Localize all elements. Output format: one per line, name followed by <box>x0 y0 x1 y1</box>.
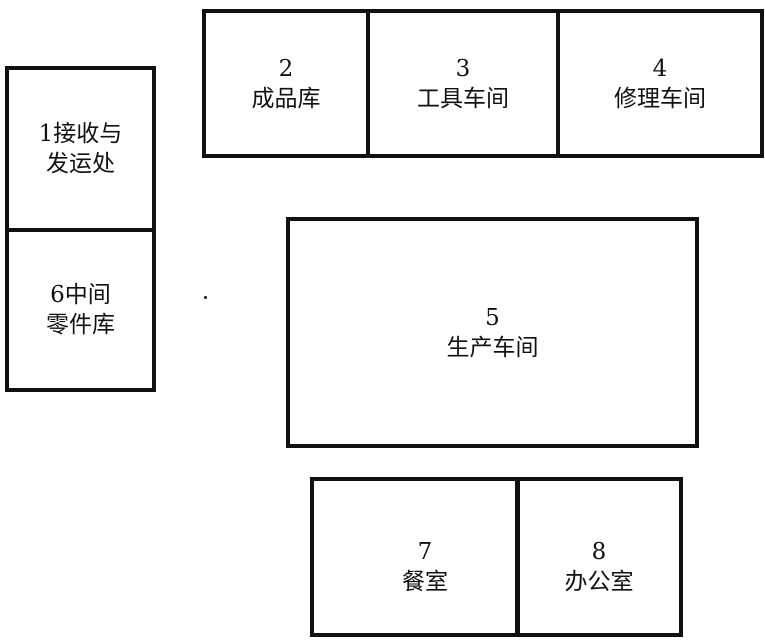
room-label: 3 工具车间 <box>417 55 509 112</box>
room-tool-workshop: 3 工具车间 <box>366 9 560 158</box>
room-label: 2 成品库 <box>251 55 321 112</box>
scan-dot <box>204 296 207 299</box>
room-office: 8 办公室 <box>515 477 683 637</box>
room-label: 8 办公室 <box>564 539 634 595</box>
room-receiving-shipping: 1接收与 发运处 <box>5 66 156 232</box>
room-label: 1接收与 发运处 <box>38 121 123 177</box>
room-label: 6中间 零件库 <box>46 282 115 338</box>
room-intermediate-parts-store: 6中间 零件库 <box>5 228 156 392</box>
room-label: 7 餐室 <box>402 539 448 595</box>
room-label: 5 生产车间 <box>446 304 539 361</box>
room-repair-workshop: 4 修理车间 <box>556 9 764 158</box>
room-dining: 7 餐室 <box>310 477 520 637</box>
room-finished-goods-store: 2 成品库 <box>202 9 370 158</box>
room-production-workshop: 5 生产车间 <box>286 217 699 448</box>
room-label: 4 修理车间 <box>614 55 706 112</box>
